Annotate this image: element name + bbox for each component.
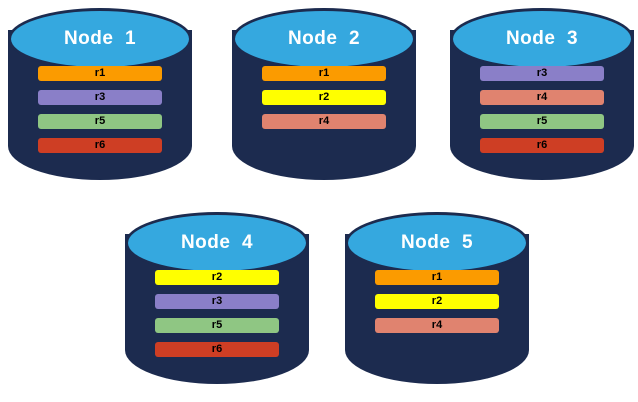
replica-bar[interactable]: r1: [38, 66, 162, 81]
replica-bar[interactable]: r4: [480, 90, 604, 105]
replica-bar[interactable]: r2: [155, 270, 279, 285]
node-label: Node 4: [180, 232, 254, 253]
replica-bar[interactable]: r3: [480, 66, 604, 81]
replica-bar[interactable]: r6: [155, 342, 279, 357]
replica-list: r2 r3 r5 r6: [125, 270, 309, 366]
replica-bar[interactable]: r2: [375, 294, 499, 309]
replica-bar[interactable]: r5: [38, 114, 162, 129]
node-label: Node 1: [63, 28, 137, 49]
replica-bar[interactable]: r3: [38, 90, 162, 105]
replica-list: r1 r2 r4: [345, 270, 529, 342]
database-node-2[interactable]: Node 2 r1 r2 r4: [232, 8, 416, 186]
replica-bar[interactable]: r6: [38, 138, 162, 153]
cylinder-top-ellipse: [8, 8, 192, 70]
database-node-3[interactable]: Node 3 r3 r4 r5 r6: [450, 8, 634, 186]
replica-bar[interactable]: r5: [480, 114, 604, 129]
node-label: Node 5: [400, 232, 474, 253]
replica-bar[interactable]: r4: [262, 114, 386, 129]
replica-bar[interactable]: r6: [480, 138, 604, 153]
database-node-4[interactable]: Node 4 r2 r3 r5 r6: [125, 212, 309, 390]
replica-list: r1 r3 r5 r6: [8, 66, 192, 162]
replica-bar[interactable]: r1: [375, 270, 499, 285]
node-label: Node 3: [505, 28, 579, 49]
replica-list: r1 r2 r4: [232, 66, 416, 138]
cylinder-top-ellipse: [345, 212, 529, 274]
replica-bar[interactable]: r3: [155, 294, 279, 309]
database-node-1[interactable]: Node 1 r1 r3 r5 r6: [8, 8, 192, 186]
replica-list: r3 r4 r5 r6: [450, 66, 634, 162]
node-label: Node 2: [287, 28, 361, 49]
replica-bar[interactable]: r4: [375, 318, 499, 333]
replica-bar[interactable]: r2: [262, 90, 386, 105]
database-node-5[interactable]: Node 5 r1 r2 r4: [345, 212, 529, 390]
replica-bar[interactable]: r5: [155, 318, 279, 333]
replica-bar[interactable]: r1: [262, 66, 386, 81]
